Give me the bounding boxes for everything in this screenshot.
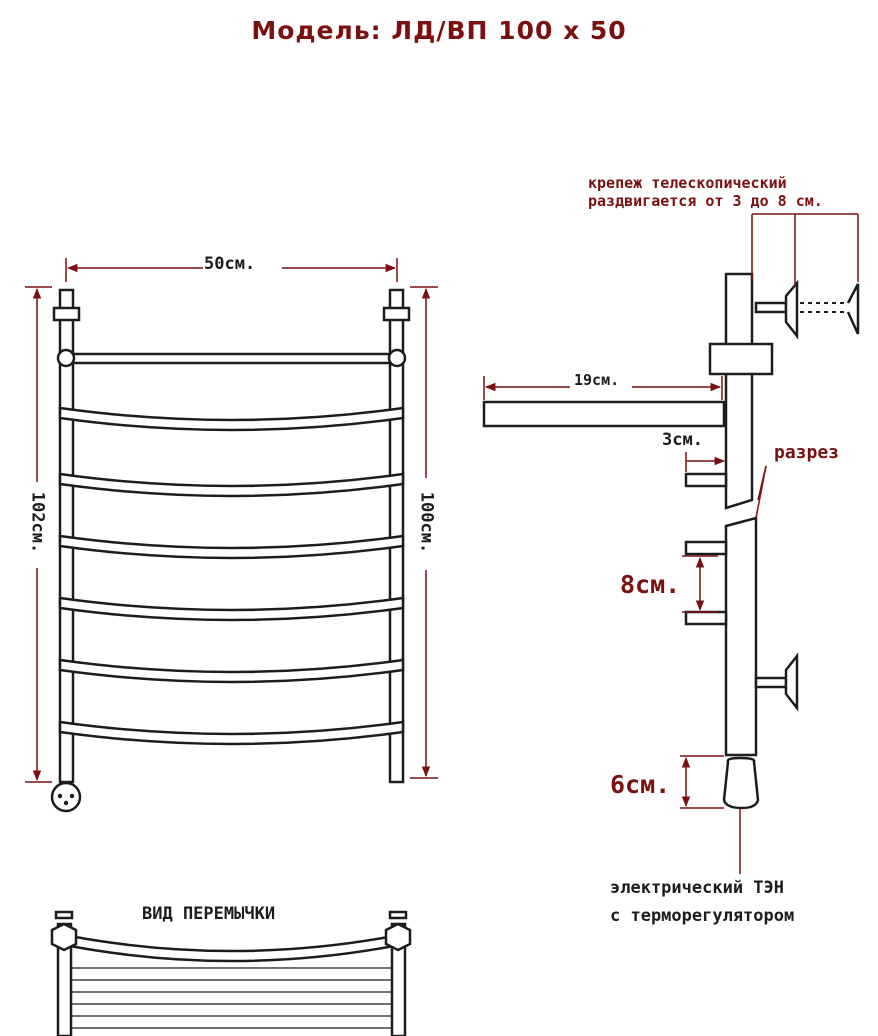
rung: [58, 596, 405, 622]
lower-mount-cup: [784, 652, 799, 712]
rung: [58, 406, 405, 432]
shelf-gap-label: 3см.: [662, 430, 703, 450]
left-top-bracket: [52, 306, 81, 322]
stub-middle: [684, 540, 728, 556]
jumper-curved-bar: [68, 934, 396, 963]
mount-caption-line1: крепеж телескопический: [588, 174, 787, 192]
width-label: 50см.: [204, 254, 256, 274]
front-dimensions: [25, 258, 438, 783]
top-straight-bar: [71, 352, 392, 365]
rung: [58, 658, 405, 684]
upper-mount-cup: [784, 279, 799, 340]
heater-socket-icon: [50, 781, 82, 813]
right-top-joint: [387, 348, 407, 368]
jumper-view-title: ВИД ПЕРЕМЫЧКИ: [142, 904, 276, 924]
jumper-right-cap: [388, 910, 408, 920]
jumper-right-nut: [384, 922, 412, 952]
stub-bottom: [684, 610, 728, 626]
telescoping-extension: [800, 283, 860, 335]
jumper-rungs: [72, 967, 392, 1029]
model-title: Модель: ЛД/ВП 100 х 50: [251, 16, 627, 45]
side-view: [482, 272, 799, 810]
front-view: [50, 288, 411, 813]
shelf-depth-label: 19см.: [574, 371, 620, 389]
curved-rungs: [58, 406, 405, 746]
rung: [58, 472, 405, 498]
electric-heater-icon: [722, 756, 760, 810]
section-label: разрез: [774, 442, 840, 463]
left-top-joint: [56, 348, 76, 368]
heater-caption-line1: электрический ТЭН: [610, 878, 784, 898]
jumper-left-nut: [50, 922, 78, 952]
collar: [708, 342, 774, 376]
jumper-left-cap: [54, 910, 74, 920]
upper-mount-rod: [754, 301, 788, 314]
lower-mount-rod: [754, 676, 788, 689]
mount-caption-line2: раздвигается от 3 до 8 см.: [588, 192, 823, 210]
lower-pipe-section: [724, 516, 758, 757]
pipe-spacing-label: 8см.: [620, 570, 681, 599]
total-height-label: 102см.: [27, 491, 48, 554]
center-height-label: 100см.: [416, 491, 437, 554]
right-top-bracket: [382, 306, 411, 322]
side-dimensions: [483, 213, 859, 874]
rung: [58, 534, 405, 560]
shelf-arm: [482, 400, 726, 428]
rung: [58, 720, 405, 746]
stub-top: [684, 472, 728, 488]
jumper-view: [50, 910, 412, 1036]
heater-caption-line2: с терморегулятором: [610, 906, 795, 926]
heater-gap-label: 6см.: [610, 770, 671, 799]
upper-pipe-section: [724, 272, 754, 510]
